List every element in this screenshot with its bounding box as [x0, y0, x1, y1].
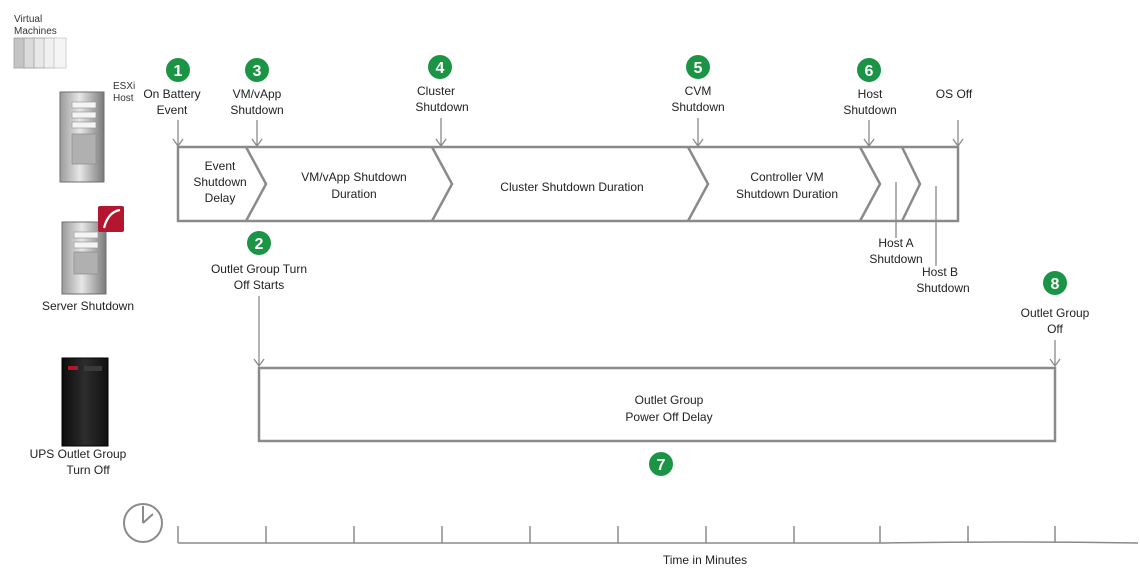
clock-icon — [123, 503, 163, 543]
esxi-host-server-icon — [59, 91, 105, 183]
time-axis — [177, 526, 1139, 544]
svg-text:5: 5 — [694, 60, 703, 77]
shutdown-timeline-box — [176, 145, 960, 223]
svg-text:3: 3 — [253, 63, 262, 80]
shutdown-server-icon — [61, 206, 124, 295]
step-1-badge — [166, 58, 190, 82]
step-5-badge — [686, 55, 710, 79]
cluster-duration-label: Cluster Shutdown Duration — [500, 180, 643, 194]
os-off-marker: OS Off — [936, 87, 973, 148]
step-8-badge — [1043, 271, 1067, 295]
step-6-badge — [857, 58, 881, 82]
ups-icon — [61, 357, 109, 447]
chevron-divider-3 — [686, 146, 710, 222]
step-3-badge — [245, 58, 269, 82]
step-2-badge — [247, 231, 271, 255]
svg-text:4: 4 — [436, 60, 445, 77]
svg-text:6: 6 — [865, 63, 874, 80]
shutdown-badge-icon — [98, 206, 124, 232]
svg-text:1: 1 — [174, 63, 183, 80]
chevron-divider-5 — [900, 146, 922, 222]
chevron-divider-1 — [244, 146, 268, 222]
svg-text:2: 2 — [255, 236, 264, 253]
chevron-divider-2 — [430, 146, 454, 222]
virtual-machines-icon — [13, 37, 67, 69]
server-shutdown-label: Server Shutdown — [42, 299, 134, 313]
os-off-label: OS Off — [936, 87, 973, 101]
step-7-badge — [649, 452, 673, 476]
step-4-badge — [428, 55, 452, 79]
svg-text:7: 7 — [657, 457, 666, 474]
outlet-group-delay-box — [257, 366, 1057, 443]
svg-text:8: 8 — [1051, 276, 1060, 293]
chevron-divider-4 — [858, 146, 882, 222]
step-7-marker: 7 — [649, 452, 673, 476]
axis-label: Time in Minutes — [663, 553, 747, 567]
